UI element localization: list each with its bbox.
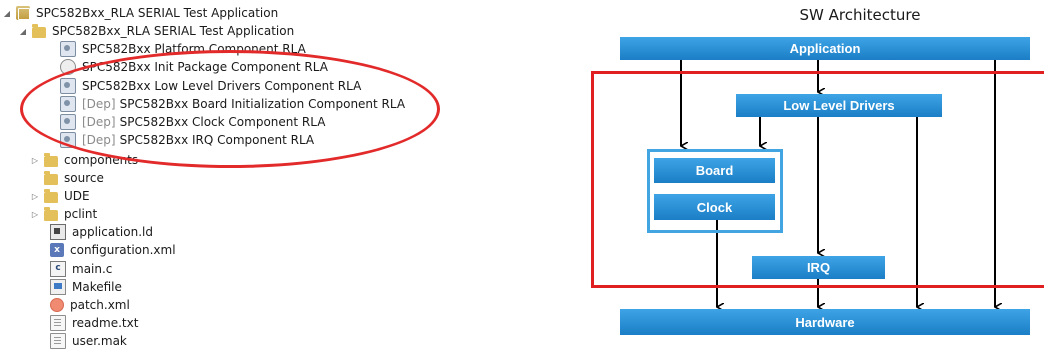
file-label: application.ld <box>72 225 153 239</box>
file-label: configuration.xml <box>70 243 176 257</box>
linker-file-icon <box>50 224 66 240</box>
file-label: user.mak <box>72 334 127 348</box>
tree-child-item[interactable]: ◢ SPC582Bxx_RLA SERIAL Test Application <box>18 22 294 40</box>
folder-item[interactable]: ▷ UDE <box>30 187 90 205</box>
project-explorer-tree: ◢ SPC582Bxx_RLA SERIAL Test Application … <box>2 4 440 350</box>
folder-item[interactable]: source <box>30 169 104 187</box>
c-file-icon: c <box>50 261 66 277</box>
tree-child-label: SPC582Bxx_RLA SERIAL Test Application <box>52 24 295 38</box>
folder-item[interactable]: ▷ pclint <box>30 205 97 223</box>
low-level-drivers-box: Low Level Drivers <box>736 94 942 117</box>
expand-arrow-icon[interactable]: ▷ <box>31 155 39 165</box>
file-label: main.c <box>72 262 113 276</box>
tree-root-label: SPC582Bxx_RLA SERIAL Test Application <box>36 6 279 20</box>
folder-icon <box>44 170 58 185</box>
application-folder-icon <box>32 23 46 38</box>
folder-icon <box>44 188 58 203</box>
file-item[interactable]: x configuration.xml <box>50 241 176 259</box>
folder-label: source <box>64 171 104 185</box>
highlight-rectangle <box>591 71 1044 288</box>
clock-box: Clock <box>654 194 775 220</box>
file-item[interactable]: patch.xml <box>50 296 130 314</box>
patch-file-icon <box>50 298 64 312</box>
file-label: Makefile <box>72 280 122 294</box>
irq-box: IRQ <box>752 256 885 279</box>
file-item[interactable]: c main.c <box>50 260 112 278</box>
board-box: Board <box>654 158 775 183</box>
highlight-oval <box>20 50 440 168</box>
application-box: Application <box>620 37 1030 60</box>
file-label: readme.txt <box>72 316 139 330</box>
tree-root-item[interactable]: ◢ SPC582Bxx_RLA SERIAL Test Application <box>2 4 278 22</box>
folder-icon <box>44 152 58 167</box>
component-icon <box>60 41 76 57</box>
file-item[interactable]: Makefile <box>50 278 122 296</box>
xml-file-icon: x <box>50 243 64 257</box>
hardware-box: Hardware <box>620 309 1030 335</box>
board-clock-group <box>647 149 783 233</box>
expand-arrow-icon[interactable]: ▷ <box>31 191 39 201</box>
diagram-title: SW Architecture <box>799 6 921 24</box>
expand-arrow-icon[interactable]: ◢ <box>19 26 27 36</box>
expand-arrow-icon[interactable]: ◢ <box>3 8 11 18</box>
file-label: patch.xml <box>70 298 130 312</box>
folder-label: UDE <box>64 189 90 203</box>
expand-arrow-icon[interactable]: ▷ <box>31 209 39 219</box>
file-item[interactable]: application.ld <box>50 223 153 241</box>
file-item[interactable]: user.mak <box>50 332 127 350</box>
text-file-icon <box>50 333 66 349</box>
project-icon <box>16 6 30 20</box>
file-item[interactable]: readme.txt <box>50 314 138 332</box>
makefile-icon <box>50 279 66 295</box>
folder-icon <box>44 206 58 221</box>
folder-label: pclint <box>64 207 98 221</box>
text-file-icon <box>50 315 66 331</box>
